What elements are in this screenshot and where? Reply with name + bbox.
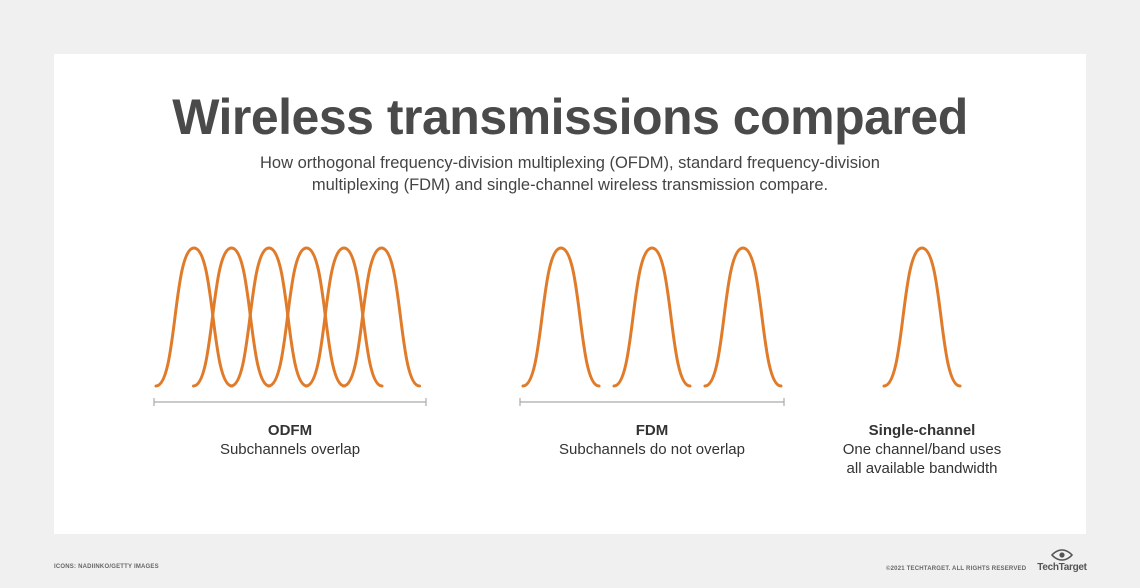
ofdm-caption: Subchannels overlap <box>219 441 361 458</box>
ofdm-heading: ODFM <box>267 422 313 439</box>
ofdm-subchannel-curve-2 <box>192 246 271 388</box>
copyright-notice: ©2021 TECHTARGET. ALL RIGHTS RESERVED <box>886 566 1027 572</box>
ofdm-subchannel-curve-6 <box>342 246 421 388</box>
eye-icon <box>1050 549 1074 561</box>
ofdm-label: ODFM Subchannels overlap <box>190 421 390 459</box>
page-title: Wireless transmissions compared <box>172 89 968 145</box>
fdm-curves <box>521 246 783 388</box>
logo-text: TechTarget <box>1037 562 1087 573</box>
image-credit: ICONS: NADIINKO/GETTY IMAGES <box>54 564 159 570</box>
fdm-subchannel-curve-2 <box>612 246 692 388</box>
fdm-label: FDM Subchannels do not overlap <box>542 421 762 459</box>
fdm-subchannel-curve-3 <box>703 246 783 388</box>
content-card <box>54 54 1086 534</box>
fdm-heading: FDM <box>635 422 669 439</box>
ofdm-subchannel-curve-1 <box>154 246 234 388</box>
ofdm-subchannel-curve-5 <box>304 246 384 388</box>
single-channel-heading: Single-channel <box>868 422 976 439</box>
fdm-subchannel-curve-1 <box>521 246 601 388</box>
single-channel-label: Single-channel One channel/band uses all… <box>822 421 1022 478</box>
techtarget-logo: TechTarget <box>1036 546 1088 576</box>
single-channel-band-curve-1 <box>882 246 962 388</box>
single-channel-caption-line1: One channel/band uses <box>842 441 1002 458</box>
ofdm-subchannel-curve-4 <box>267 246 346 388</box>
page-subtitle: How orthogonal frequency-division multip… <box>260 154 880 194</box>
ofdm-subchannel-curve-3 <box>229 246 309 388</box>
single-channel-curve <box>882 246 962 388</box>
single-channel-caption-line2: all available bandwidth <box>846 460 998 477</box>
fdm-caption: Subchannels do not overlap <box>559 441 745 458</box>
ofdm-curves <box>154 246 421 388</box>
